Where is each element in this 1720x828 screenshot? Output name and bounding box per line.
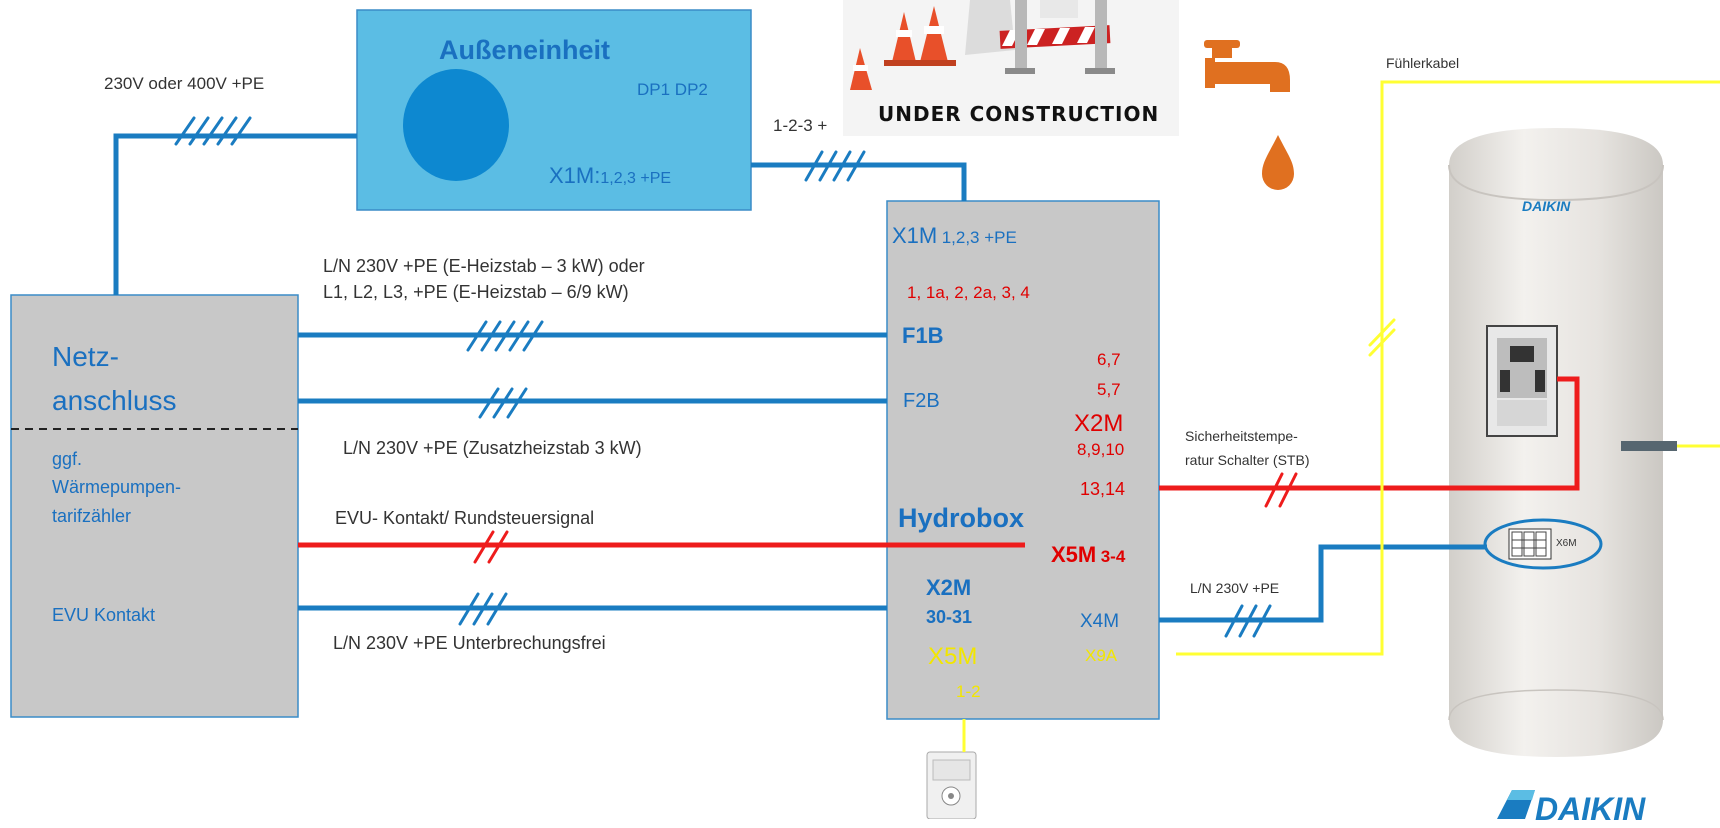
wire-interconnect (751, 162, 967, 201)
hydrobox-terms-red: 1, 1a, 2, 2a, 3, 4 (907, 283, 1030, 302)
outdoor-x1m-terms: 1,2,3 +PE (600, 170, 672, 187)
ticks-evu (473, 530, 509, 564)
hydrobox-t3031: 30-31 (926, 607, 973, 627)
label-evu-signal: EVU- Kontakt/ Rundsteuersignal (335, 508, 595, 528)
outdoor-unit-title: Außeneinheit (439, 35, 611, 65)
wire-tank-power (1159, 544, 1487, 623)
ticks-interconnect (804, 150, 866, 182)
evu-contact-label: EVU Kontakt (52, 605, 156, 625)
hydrobox-t12: 1-2 (956, 682, 981, 701)
x6m-terminal-block (1508, 528, 1552, 560)
hydrobox-x5m-red-main: X5M (1051, 542, 1097, 567)
label-uninterrupted: L/N 230V +PE Unterbrechungsfrei (333, 633, 606, 653)
meter-line1: ggf. (52, 449, 83, 469)
traffic-cone-icon (850, 6, 956, 90)
hydrobox-t8910: 8,9,10 (1077, 440, 1125, 459)
meter-line2: Wärmepumpen- (52, 477, 182, 497)
hydrobox-x2m-blue: X2M (926, 575, 972, 600)
label-tank-power: L/N 230V +PE (1190, 580, 1280, 596)
hydrobox-x5m-red-terms: 3-4 (1100, 547, 1126, 566)
ticks-stb (1264, 472, 1298, 508)
hydrobox-title: Hydrobox (898, 503, 1025, 533)
ticks-heater (466, 320, 544, 352)
label-booster: L/N 230V +PE (Zusatzheizstab 3 kW) (343, 438, 642, 458)
hydrobox-t1314: 13,14 (1080, 479, 1126, 499)
hydrobox-box (886, 200, 1160, 720)
meter-line3: tarifzähler (52, 506, 132, 526)
sensor-sleeve (1621, 441, 1677, 451)
water-drop-icon (1262, 135, 1294, 190)
under-construction-banner (843, 0, 1179, 136)
fan-circle (403, 69, 509, 181)
label-sensor-cable: Fühlerkabel (1386, 55, 1460, 71)
x6m-highlight-ring (1483, 518, 1603, 570)
label-interconnect: 1-2-3 + (773, 116, 828, 135)
road-barrier-icon (965, 0, 1115, 74)
hydrobox-x1m-terms: 1,2,3 +PE (941, 228, 1017, 247)
hydrobox-x1m-label: X1M 1,2,3 +PE (892, 223, 1017, 249)
x6m-label: X6M (1556, 538, 1577, 549)
ticks-uninterrupted (458, 592, 508, 626)
wire-supply-outdoor (113, 133, 357, 295)
wire-stb (1159, 376, 1580, 491)
ticks-supply-outdoor (174, 116, 252, 146)
hydrobox-x2m-red: X2M (1074, 410, 1124, 437)
daikin-logo-text: DAIKIN (1535, 791, 1646, 827)
label-stb-line1: Sicherheitstempe- (1185, 428, 1298, 444)
grid-connection-box (10, 294, 299, 718)
hydrobox-x1m-main: X1M (892, 223, 938, 248)
label-supply-outdoor: 230V oder 400V +PE (104, 74, 265, 93)
hydrobox-t67: 6,7 (1097, 350, 1121, 369)
outdoor-x1m-label: X1M:1,2,3 +PE (549, 163, 671, 189)
wire-sensor (1176, 80, 1720, 656)
ticks-tank-power (1224, 604, 1272, 638)
hydrobox-t57: 5,7 (1097, 380, 1121, 399)
hydrobox-x9a: X9A (1085, 646, 1118, 665)
label-heater-line2: L1, L2, L3, +PE (E-Heizstab – 6/9 kW) (323, 282, 629, 302)
grid-title-line2: anschluss (52, 385, 177, 416)
outdoor-dp-label: DP1 DP2 (637, 80, 708, 99)
daikin-logo (1497, 790, 1535, 819)
hydrobox-x5m-red: X5M 3-4 (1051, 542, 1125, 568)
label-stb-line2: ratur Schalter (STB) (1185, 452, 1310, 468)
ticks-booster (478, 387, 528, 419)
label-heater-line1: L/N 230V +PE (E-Heizstab – 3 kW) oder (323, 256, 645, 276)
storage-tank (1448, 128, 1677, 757)
under-construction-text: UNDER CONSTRUCTION (878, 102, 1160, 126)
faucet-icon (1204, 40, 1290, 92)
hydrobox-f2b: F2B (903, 390, 940, 412)
tank-brand: DAIKIN (1522, 198, 1571, 214)
room-controller-icon (926, 751, 977, 819)
hydrobox-f1b: F1B (902, 323, 944, 348)
ticks-sensor (1368, 318, 1396, 357)
outdoor-x1m-main: X1M: (549, 163, 601, 188)
grid-title-line1: Netz- (52, 341, 119, 372)
hydrobox-x4m: X4M (1080, 611, 1120, 632)
hydrobox-x5m-yellow: X5M (928, 643, 978, 670)
